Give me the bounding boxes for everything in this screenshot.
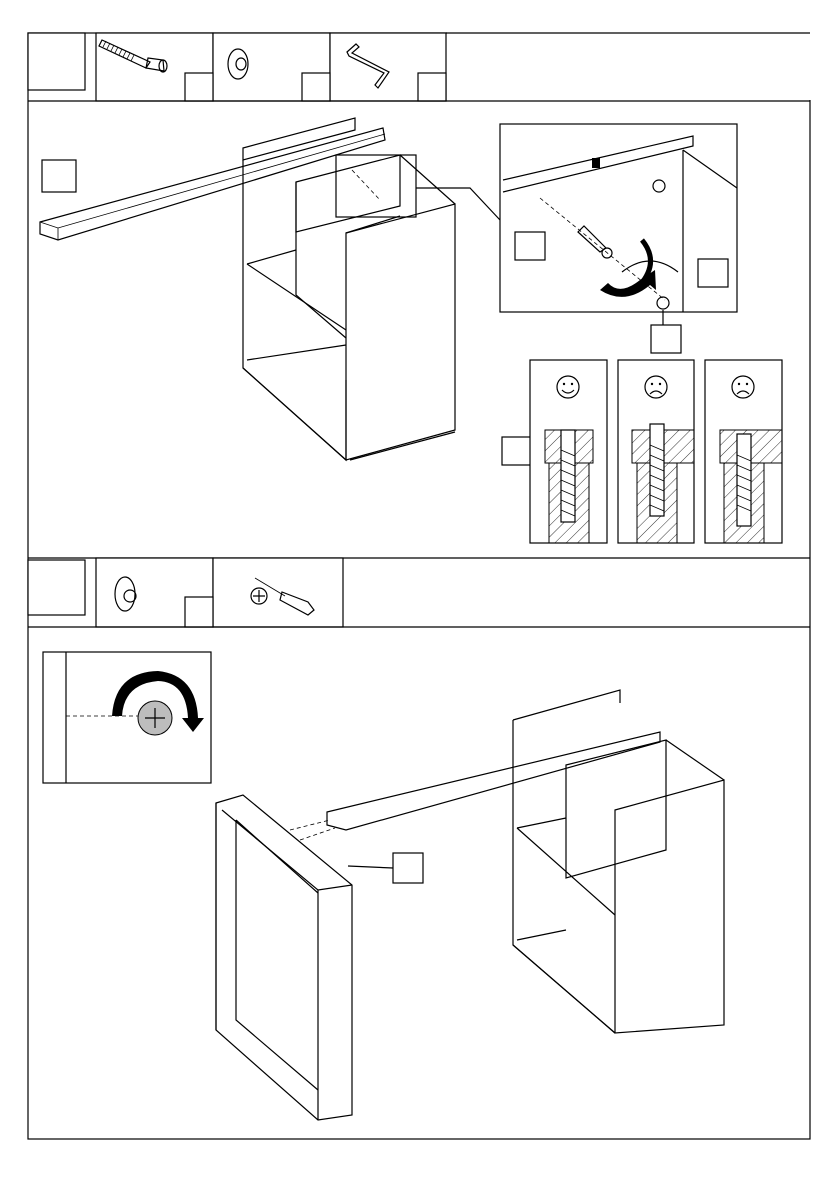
step1-number-box <box>28 33 85 90</box>
callout-allen-key-label <box>698 259 728 287</box>
step2-number-box <box>28 560 85 615</box>
part-screwdriver-box <box>213 558 343 627</box>
depth-check-correct <box>530 360 607 543</box>
step1-assembly-drawing <box>40 118 500 460</box>
callout-board-label <box>42 160 76 192</box>
cam-lock-detail <box>43 652 211 783</box>
quantity-box <box>302 73 330 101</box>
quantity-box <box>185 73 213 101</box>
depth-check-too-deep <box>705 360 782 543</box>
step1-header <box>28 33 446 101</box>
callout-cam-bolt-label <box>515 232 545 260</box>
step2-assembly-drawing <box>216 690 724 1120</box>
callout-cap-label <box>651 325 681 353</box>
step2-header <box>28 558 343 627</box>
cam-bolt-detail <box>500 124 737 353</box>
depth-check-too-shallow <box>618 360 694 543</box>
quantity-box <box>418 73 446 101</box>
callout-cam-lock-label <box>393 853 423 883</box>
quantity-box <box>185 597 213 627</box>
callout-bolt-depth-label <box>502 437 532 465</box>
